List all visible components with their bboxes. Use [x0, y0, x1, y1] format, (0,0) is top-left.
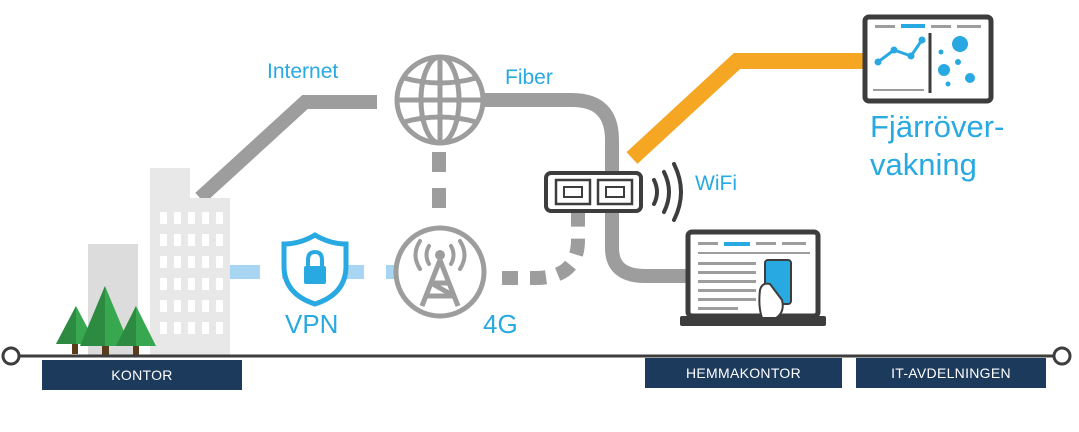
- tree-icon: [56, 286, 156, 356]
- wifi-waves-icon: [652, 162, 683, 222]
- tower-to-router-dashed-line: [502, 212, 585, 285]
- fourg-label: 4G: [483, 309, 518, 339]
- fiber-connection-line: [484, 93, 619, 175]
- location-it-avdelningen: IT-AVDELNINGEN: [856, 358, 1046, 388]
- ground-line-right-endpoint: [1052, 346, 1072, 366]
- internet-connection-line: [195, 95, 377, 204]
- internet-label: Internet: [267, 60, 339, 83]
- office-building-icon: [88, 168, 230, 356]
- cell-tower-icon: [393, 225, 487, 319]
- vpn-label: VPN: [285, 309, 339, 339]
- globe-icon: [394, 54, 486, 146]
- remote-monitoring-label-line2: vakning: [870, 147, 977, 182]
- shield-lock-icon: [281, 232, 349, 307]
- monitor-dashboard-icon: [862, 14, 994, 104]
- wifi-label: WiFi: [695, 172, 737, 195]
- laptop-icon: [680, 229, 826, 326]
- remote-monitoring-label-line1: Fjärröver-: [870, 109, 1005, 144]
- fiber-label: Fiber: [505, 66, 553, 89]
- location-kontor: KONTOR: [42, 360, 242, 390]
- router-icon: [544, 162, 683, 222]
- ground-line-left-endpoint: [1, 346, 21, 366]
- router-to-laptop-line: [605, 212, 690, 283]
- location-hemmakontor: HEMMAKONTOR: [645, 358, 842, 388]
- remote-monitoring-line: [626, 53, 865, 164]
- smartphone-hand-icon: [758, 259, 792, 319]
